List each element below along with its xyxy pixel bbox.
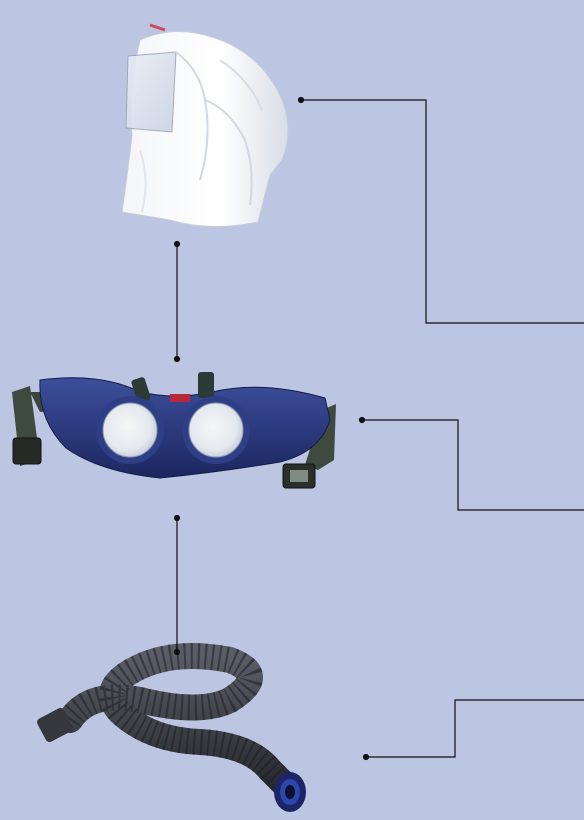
link-hood-to-unit [175,242,180,362]
breathing-tube-icon [36,656,306,812]
link-unit-to-tube [175,516,180,655]
blower-unit-with-belt-icon [12,372,336,488]
connector-breathing-tube [364,700,584,760]
connector-turbo-unit [360,418,584,511]
protective-hood-icon [122,25,288,227]
connector-hood [299,98,584,324]
